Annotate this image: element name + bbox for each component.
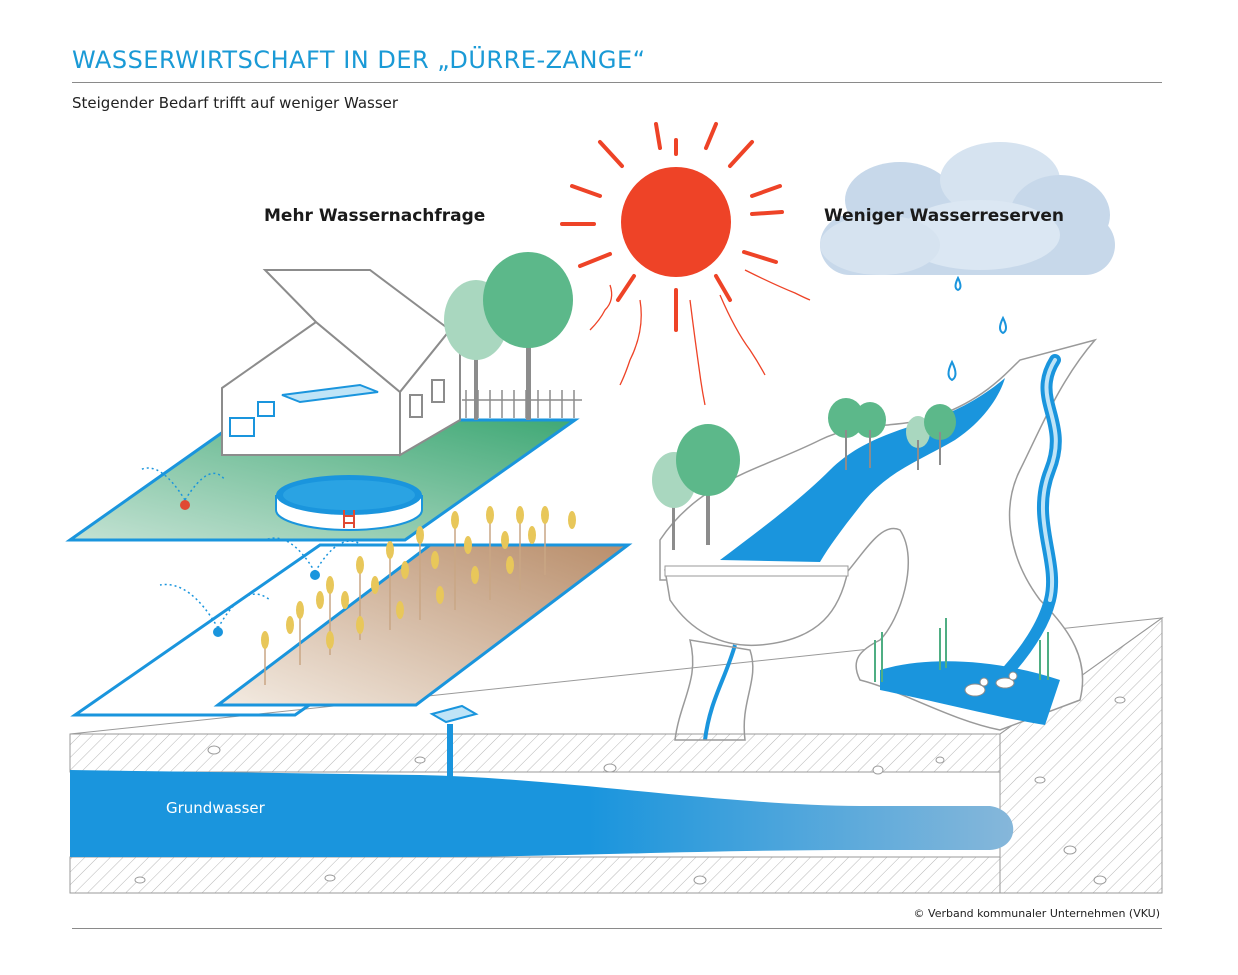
copyright-notice: © Verband kommunaler Unternehmen (VKU) [913,907,1160,920]
reeds [874,618,1049,682]
page-subtitle: Steigender Bedarf trifft auf weniger Was… [72,94,399,112]
raindrops [947,275,1007,382]
title-divider [72,82,1162,83]
fence [462,390,582,418]
sun-icon [560,122,811,406]
demand-label: Mehr Wassernachfrage [264,206,486,226]
soil-layers [69,617,1164,894]
groundwater-label: Grundwasser [166,799,265,817]
page-title: WASSERWIRTSCHAFT IN DER „DÜRRE-ZANGE“ [72,46,646,74]
valley-trees [652,398,956,550]
well-pipe [447,724,453,780]
house [221,269,461,457]
house-trees [444,252,573,420]
swimming-pool [275,475,423,531]
footer-divider [72,928,1162,929]
sprinklers [139,467,363,629]
valley-terrain [659,338,1098,741]
ducks [964,671,1018,697]
groundwater-body [70,770,1014,857]
wheat-crops [261,506,576,685]
cloud-icon [820,142,1115,275]
well-pump [429,704,479,724]
reserves-label: Weniger Wasserreserven [824,206,1065,226]
